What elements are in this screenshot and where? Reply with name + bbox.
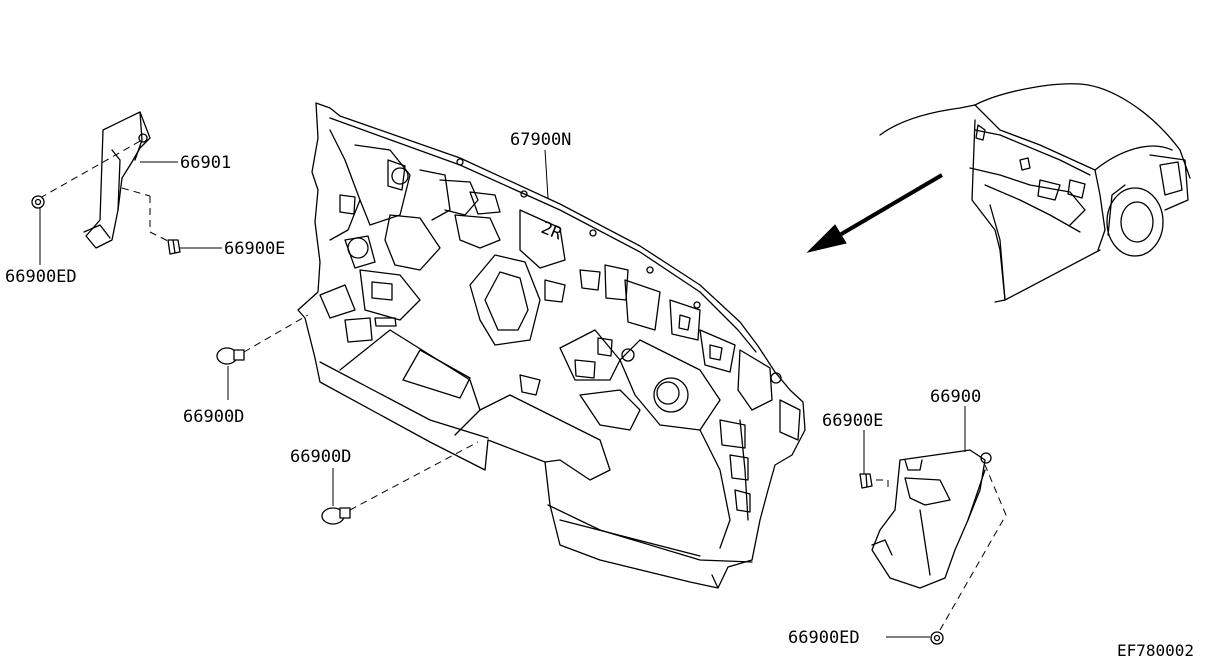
dash-insulator-panel xyxy=(297,102,806,589)
dashed-line-left-e-top xyxy=(121,187,151,197)
dashed-line-clip-d-lower xyxy=(349,441,479,511)
vehicle-locator-sketch xyxy=(879,83,1191,303)
dashed-line-left-ed xyxy=(39,139,143,199)
dashed-line-left-e-bottom xyxy=(149,231,171,243)
label-clip-d-upper: 66900D xyxy=(183,407,244,427)
diagram-code: EF780002 xyxy=(1117,641,1194,660)
clip-66900d-lower xyxy=(321,507,351,525)
label-66901: 66901 xyxy=(180,153,231,173)
label-right-66900ed: 66900ED xyxy=(788,628,860,648)
label-left-66900ed: 66900ED xyxy=(5,267,77,287)
right-clip-66900e xyxy=(859,473,873,489)
dashed-line-right-ed xyxy=(939,514,1007,631)
label-right-66900e: 66900E xyxy=(822,411,883,431)
dashed-line-right-ed-upper xyxy=(984,464,1007,516)
left-finisher-66901 xyxy=(83,111,151,249)
left-clip-66900e xyxy=(167,239,181,255)
label-66900: 66900 xyxy=(930,387,981,407)
label-clip-d-lower: 66900D xyxy=(290,447,351,467)
direction-arrow xyxy=(806,173,944,253)
clip-66900d-upper xyxy=(216,347,245,365)
label-67900n: 67900N xyxy=(510,130,571,150)
left-clip-66900ed xyxy=(31,195,45,209)
right-finisher-66900 xyxy=(871,449,992,589)
label-left-66900e: 66900E xyxy=(224,239,285,259)
right-clip-66900ed xyxy=(930,631,944,645)
dashed-line-clip-d-upper xyxy=(243,314,309,353)
leader-67900n xyxy=(544,149,549,199)
